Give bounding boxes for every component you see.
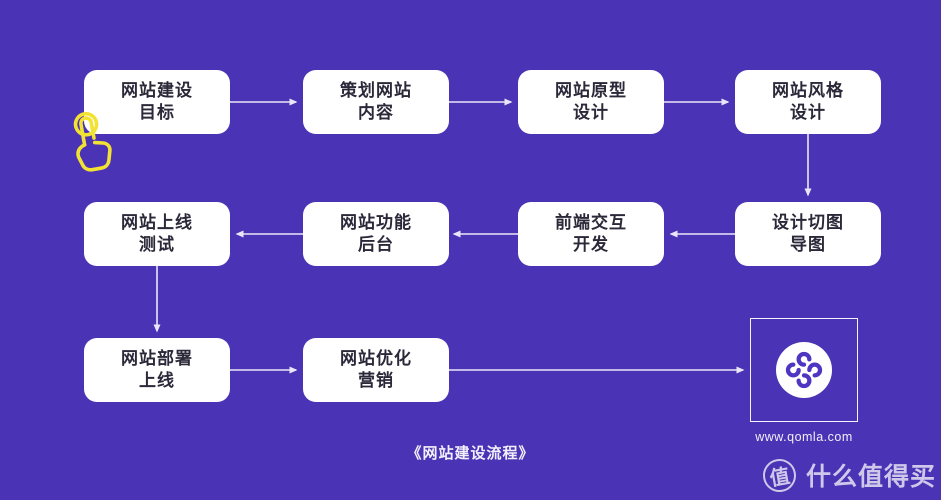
node-label: 网站风格 [772, 81, 844, 100]
node-label: 目标 [139, 103, 175, 122]
node-label: 开发 [573, 235, 609, 254]
node-label: 策划网站 [340, 81, 412, 100]
node-plan-content: 策划网站 内容 [303, 70, 449, 134]
smzdm-badge-icon: 值 [760, 455, 799, 495]
node-backend: 网站功能 后台 [303, 202, 449, 266]
logo-url-text: www.qomla.com [755, 430, 853, 444]
node-goal: 网站建设 目标 [84, 70, 230, 134]
diagram-caption: 《网站建设流程》 [406, 445, 535, 462]
node-deploy: 网站部署 上线 [84, 338, 230, 402]
node-label: 内容 [358, 103, 394, 122]
qomla-logo-circle [776, 342, 832, 398]
node-label: 网站建设 [121, 81, 193, 100]
node-label: 网站原型 [555, 81, 627, 100]
node-label: 上线 [139, 371, 175, 390]
node-label: 测试 [139, 235, 175, 254]
node-style-design: 网站风格 设计 [735, 70, 881, 134]
node-optimize: 网站优化 营销 [303, 338, 449, 402]
smzdm-brand-text: 什么值得买 [805, 463, 936, 491]
node-label: 营销 [358, 371, 394, 390]
smzdm-watermark: 值 什么值得买 [760, 455, 936, 495]
node-label: 网站功能 [340, 213, 412, 232]
node-label: 设计 [573, 103, 609, 122]
node-label: 设计切图 [772, 213, 844, 232]
tap-hand-cursor-icon [73, 111, 112, 172]
node-label: 设计 [790, 103, 826, 122]
node-label: 前端交互 [555, 213, 627, 232]
qomla-clover-logo-icon [785, 351, 823, 389]
node-label: 网站上线 [121, 213, 193, 232]
node-design-slicing: 设计切图 导图 [735, 202, 881, 266]
node-launch-test: 网站上线 测试 [84, 202, 230, 266]
node-frontend-dev: 前端交互 开发 [518, 202, 664, 266]
node-label: 网站优化 [340, 349, 412, 368]
node-prototype: 网站原型 设计 [518, 70, 664, 134]
node-label: 后台 [358, 235, 394, 254]
qomla-logo-frame [750, 318, 858, 422]
node-label: 导图 [790, 235, 826, 254]
node-label: 网站部署 [121, 349, 193, 368]
